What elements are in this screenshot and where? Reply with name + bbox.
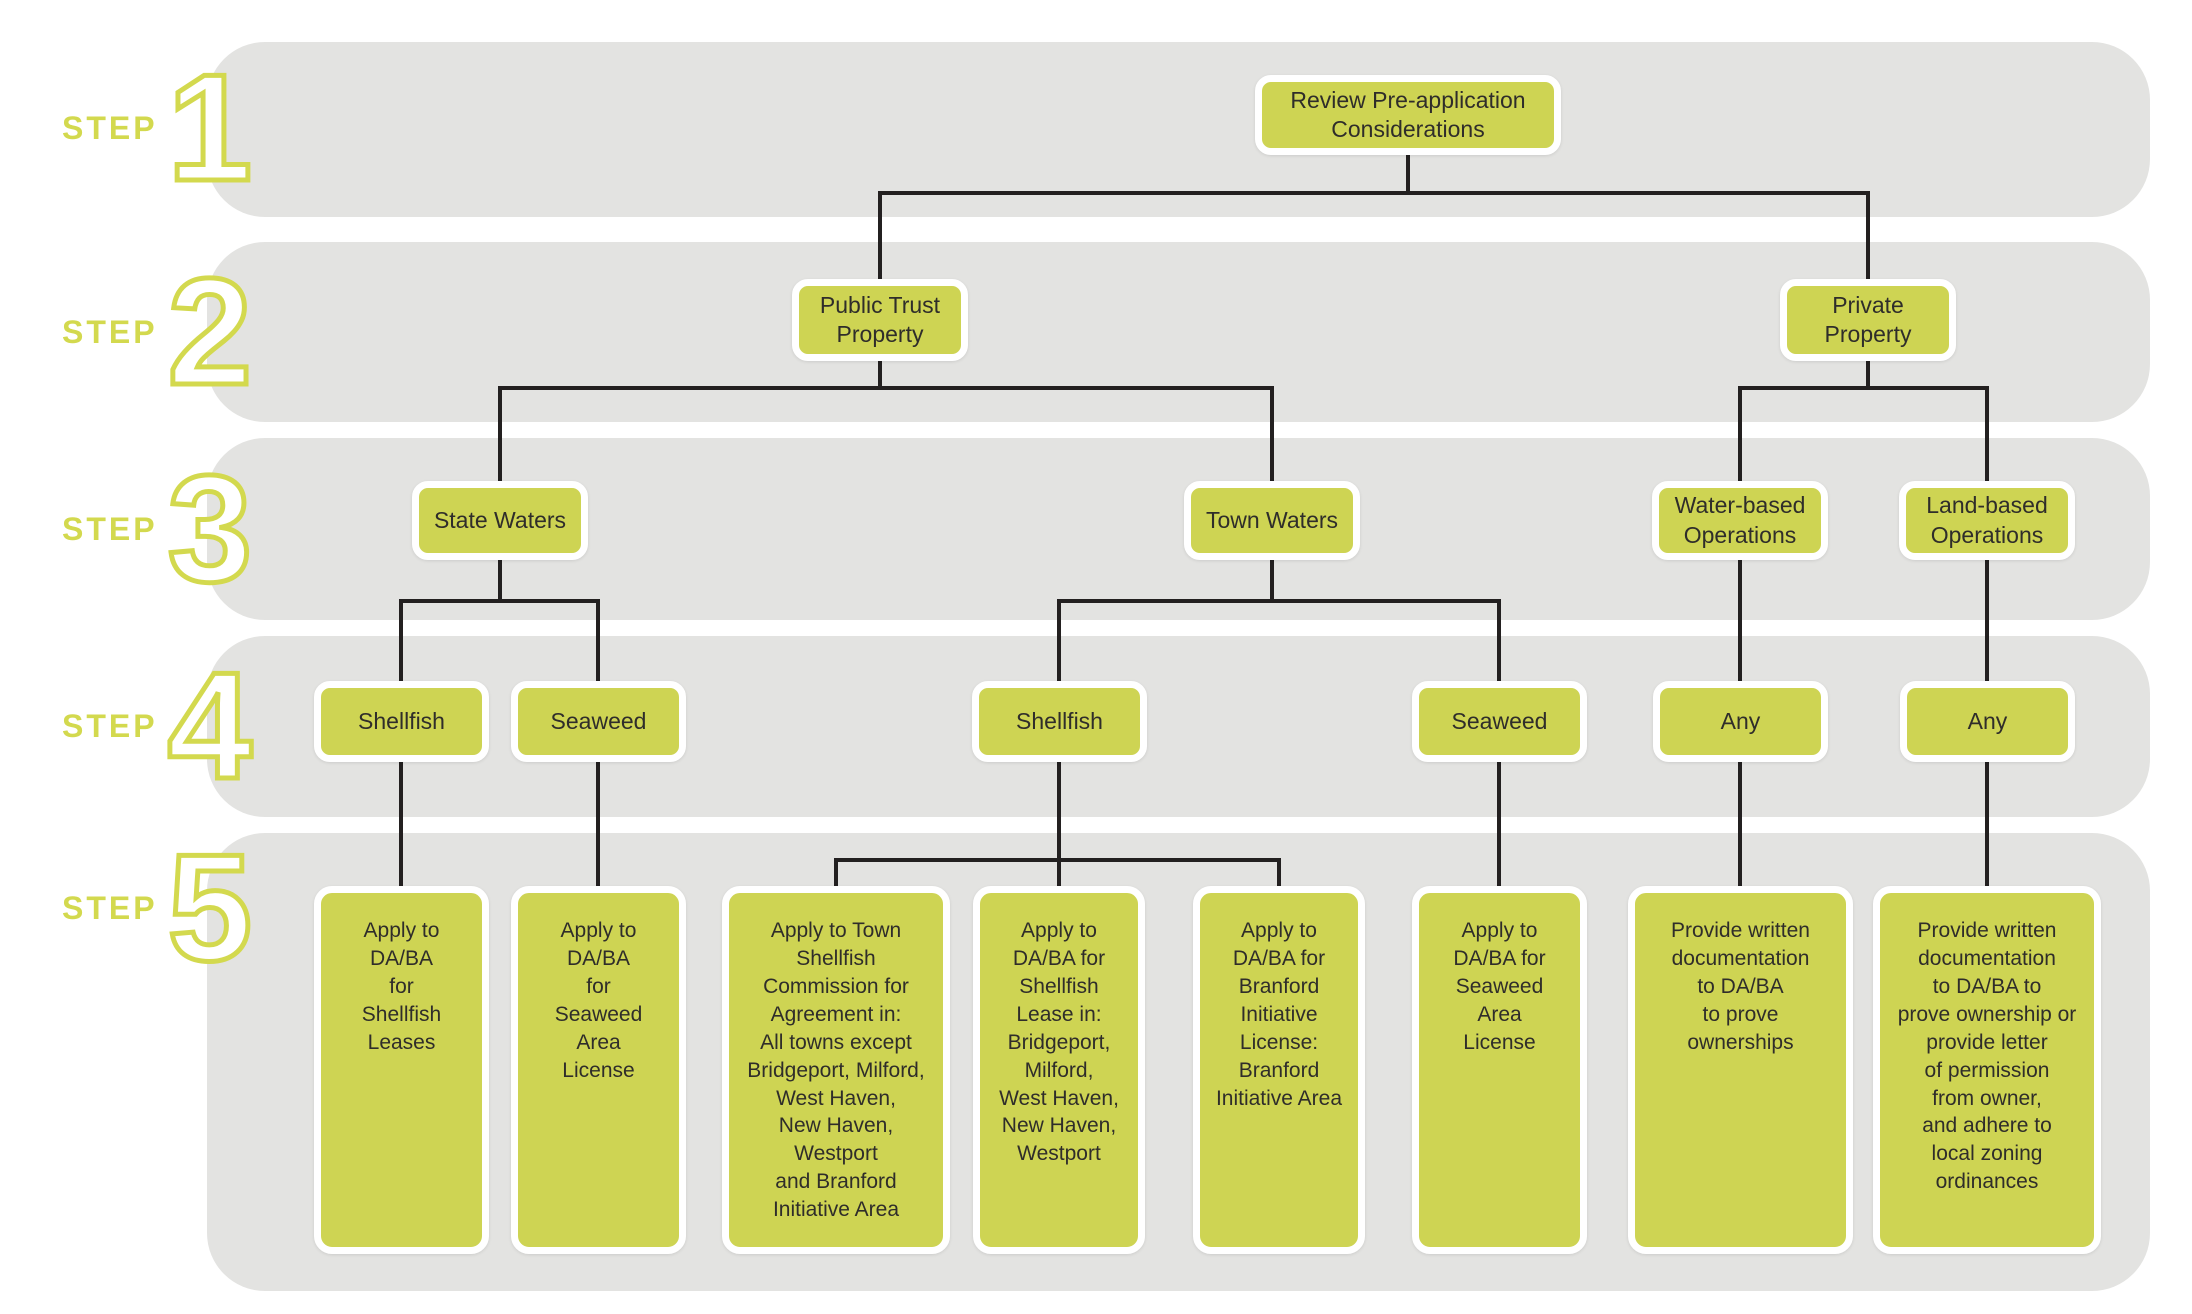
step-number: 3 [165, 444, 255, 614]
node-any-water: Any [1653, 681, 1828, 762]
node-label: Land-based Operations [1926, 492, 2048, 548]
node-apply-shellfish-leases: Apply to DA/BA for Shellfish Leases [314, 886, 489, 1254]
node-label: Apply to Town Shellfish Commission for A… [747, 919, 925, 1222]
node-apply-town-shellfish-commission: Apply to Town Shellfish Commission for A… [722, 886, 950, 1254]
node-shellfish-state: Shellfish [314, 681, 489, 762]
step-1-band [207, 42, 2150, 217]
node-label: State Waters [433, 506, 567, 533]
node-label: Water-based Operations [1674, 492, 1806, 548]
node-provide-ownership-or-permission: Provide written documentation to DA/BA t… [1873, 886, 2101, 1254]
step-1-label: STEP 1 [62, 43, 255, 213]
node-label: Seaweed [550, 707, 647, 734]
step-word: STEP [62, 109, 158, 146]
node-label: Review Pre-application Considerations [1290, 86, 1526, 142]
step-4-label: STEP 4 [62, 641, 255, 811]
node-seaweed-state: Seaweed [511, 681, 686, 762]
node-review-pre-application: Review Pre-application Considerations [1255, 75, 1561, 155]
node-any-land: Any [1900, 681, 2075, 762]
step-3-label: STEP 3 [62, 444, 255, 614]
node-provide-ownership-documentation: Provide written documentation to DA/BA t… [1628, 886, 1853, 1254]
node-private-property: Private Property [1780, 279, 1956, 361]
node-apply-branford-initiative-license: Apply to DA/BA for Branford Initiative L… [1193, 886, 1365, 1254]
step-number: 2 [165, 247, 255, 417]
node-state-waters: State Waters [412, 481, 588, 560]
node-label: Apply to DA/BA for Shellfish Lease in: B… [999, 919, 1119, 1166]
node-apply-seaweed-area-license-state: Apply to DA/BA for Seaweed Area License [511, 886, 686, 1254]
node-apply-seaweed-area-license-town: Apply to DA/BA for Seaweed Area License [1412, 886, 1587, 1254]
step-5-label: STEP 5 [62, 823, 255, 993]
node-label: Seaweed [1451, 707, 1548, 734]
node-label: Town Waters [1205, 506, 1339, 533]
node-label: Shellfish [1016, 707, 1103, 734]
node-seaweed-town: Seaweed [1412, 681, 1587, 762]
node-label: Any [1720, 707, 1761, 734]
node-label: Apply to DA/BA for Seaweed Area License [1453, 919, 1546, 1054]
step-number: 4 [165, 641, 255, 811]
node-public-trust-property: Public Trust Property [792, 279, 968, 361]
node-label: Apply to DA/BA for Shellfish Leases [361, 919, 442, 1054]
node-label: Apply to DA/BA for Branford Initiative L… [1215, 919, 1343, 1110]
node-label: Public Trust Property [819, 291, 941, 347]
step-number: 5 [165, 823, 255, 993]
node-town-waters: Town Waters [1184, 481, 1360, 560]
node-label: Provide written documentation to DA/BA t… [1897, 919, 2077, 1194]
step-word: STEP [62, 510, 158, 547]
node-shellfish-town: Shellfish [972, 681, 1147, 762]
node-land-based-operations: Land-based Operations [1899, 481, 2075, 560]
step-word: STEP [62, 313, 158, 350]
step-word: STEP [62, 889, 158, 926]
node-label: Apply to DA/BA for Seaweed Area License [554, 919, 643, 1082]
node-label: Provide written documentation to DA/BA t… [1671, 919, 1810, 1054]
step-2-label: STEP 2 [62, 247, 255, 417]
node-label: Private Property [1824, 291, 1912, 347]
node-label: Any [1967, 707, 2008, 734]
step-word: STEP [62, 707, 158, 744]
node-label: Shellfish [358, 707, 445, 734]
step-number: 1 [165, 43, 255, 213]
node-water-based-operations: Water-based Operations [1652, 481, 1828, 560]
node-apply-shellfish-lease-towns: Apply to DA/BA for Shellfish Lease in: B… [973, 886, 1145, 1254]
